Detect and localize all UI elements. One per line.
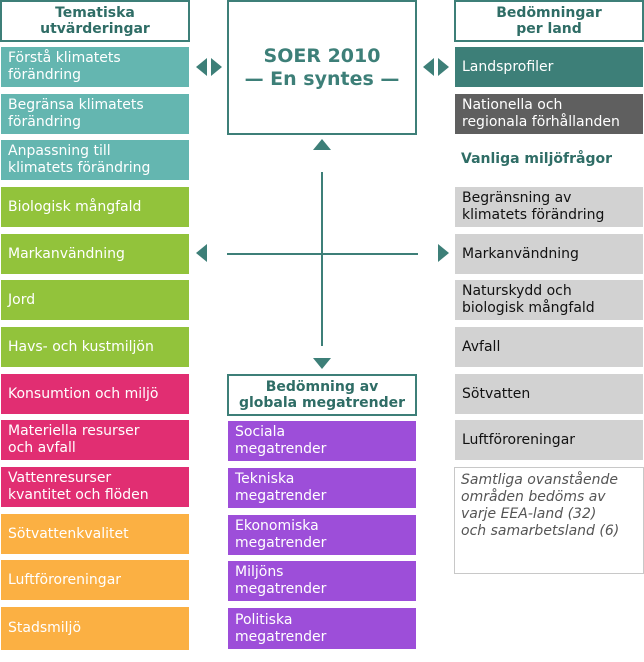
arrow-right-icon xyxy=(438,244,449,262)
theme-box-air-pollution[interactable]: Luftföroreningar xyxy=(0,559,190,601)
theme-label: Stadsmiljö xyxy=(8,620,82,636)
country-profiles-label: Landsprofiler xyxy=(462,58,554,75)
left-header-line2: utvärderingar xyxy=(40,21,150,37)
national-label-line2: regionala förhållanden xyxy=(462,114,620,130)
theme-label: Konsumtion och miljö xyxy=(8,385,159,402)
theme-label-line1: Vattenresurser xyxy=(8,470,112,486)
issue-box-freshwater[interactable]: Sötvatten xyxy=(454,373,644,415)
arrow-left-icon xyxy=(196,244,207,262)
theme-label: Jord xyxy=(8,291,36,308)
megatrends-header-line2: globala megatrender xyxy=(238,395,406,411)
theme-box-land-use[interactable]: Markanvändning xyxy=(0,233,190,275)
megatrend-label-line2: megatrender xyxy=(235,441,327,457)
issue-box-air[interactable]: Luftföroreningar xyxy=(454,419,644,461)
national-label-line1: Nationella och xyxy=(462,97,563,113)
megatrend-label-line1: Tekniska xyxy=(235,471,295,487)
theme-label-line1: Materiella resurser xyxy=(8,423,140,439)
theme-box-marine[interactable]: Havs- och kustmiljön xyxy=(0,326,190,368)
note-line: områden bedöms av xyxy=(461,489,606,505)
megatrend-label-line2: megatrender xyxy=(235,628,327,645)
right-header-line1: Bedömningar xyxy=(496,5,602,21)
theme-box-freshwater-quality[interactable]: Sötvattenkvalitet xyxy=(0,513,190,555)
issue-label-line2: klimatets förändring xyxy=(462,207,605,223)
right-header-line2: per land xyxy=(516,21,582,37)
theme-box-urban[interactable]: Stadsmiljö xyxy=(0,606,190,651)
note-box: Samtliga ovanstående områden bedöms av v… xyxy=(454,467,644,574)
left-header-line1: Tematiska xyxy=(55,5,135,21)
note-line: Samtliga ovanstående xyxy=(461,472,618,488)
theme-label-line1: Begränsa klimatets xyxy=(8,97,144,113)
megatrend-label-line1: Sociala xyxy=(235,424,286,440)
double-arrow-left-icon xyxy=(196,58,222,76)
issue-box-land-use[interactable]: Markanvändning xyxy=(454,233,644,275)
issue-box-waste[interactable]: Avfall xyxy=(454,326,644,368)
theme-box-soil[interactable]: Jord xyxy=(0,279,190,321)
megatrend-label-line1: Politiska xyxy=(235,611,293,628)
arrow-up-icon xyxy=(313,139,331,150)
soer-title-box: SOER 2010— En syntes — xyxy=(227,0,417,135)
theme-label: Sötvattenkvalitet xyxy=(8,525,129,542)
megatrend-label-line2: megatrender xyxy=(235,581,327,597)
issue-label: Luftföroreningar xyxy=(462,431,576,448)
megatrend-label-line1: Miljöns xyxy=(235,564,284,580)
soer-title-line1: SOER 2010 xyxy=(263,44,381,67)
megatrend-label-line2: megatrender xyxy=(235,535,327,551)
note-line: och samarbetsland (6) xyxy=(461,523,620,539)
theme-label-line1: Förstå klimatets xyxy=(8,50,121,66)
issue-label: Sötvatten xyxy=(462,385,531,402)
megatrend-label-line2: megatrender xyxy=(235,488,327,504)
theme-label-line2: klimatets förändring xyxy=(8,160,151,176)
connector-vertical xyxy=(321,172,323,346)
theme-label-line2: förändring xyxy=(8,114,81,130)
theme-label: Markanvändning xyxy=(8,245,125,262)
megatrends-header-line1: Bedömning av xyxy=(265,379,379,395)
theme-label: Havs- och kustmiljön xyxy=(8,338,154,355)
theme-box-biodiversity[interactable]: Biologisk mångfald xyxy=(0,186,190,228)
theme-box-consumption[interactable]: Konsumtion och miljö xyxy=(0,373,190,415)
theme-label: Biologisk mångfald xyxy=(8,198,142,215)
issue-label: Avfall xyxy=(462,338,501,355)
theme-label-line1: Anpassning till xyxy=(8,143,111,159)
issue-label-line1: Begränsning av xyxy=(462,190,572,206)
theme-label-line2: kvantitet och flöden xyxy=(8,487,149,503)
country-profiles-box[interactable]: Landsprofiler xyxy=(454,46,644,88)
note-line: varje EEA-land (32) xyxy=(461,506,597,522)
arrow-down-icon xyxy=(313,358,331,369)
common-issues-title: Vanliga miljöfrågor xyxy=(461,151,613,167)
double-arrow-right-icon xyxy=(423,58,449,76)
connector-horizontal xyxy=(227,253,418,255)
issue-label-line2: biologisk mångfald xyxy=(462,300,595,316)
megatrend-label-line1: Ekonomiska xyxy=(235,518,319,534)
issue-label: Markanvändning xyxy=(462,245,579,262)
theme-label: Luftföroreningar xyxy=(8,571,122,588)
theme-label-line2: förändring xyxy=(8,67,81,83)
theme-label-line2: och avfall xyxy=(8,440,76,456)
soer-title-line2: — En syntes — xyxy=(244,67,400,90)
issue-label-line1: Naturskydd och xyxy=(462,283,572,299)
